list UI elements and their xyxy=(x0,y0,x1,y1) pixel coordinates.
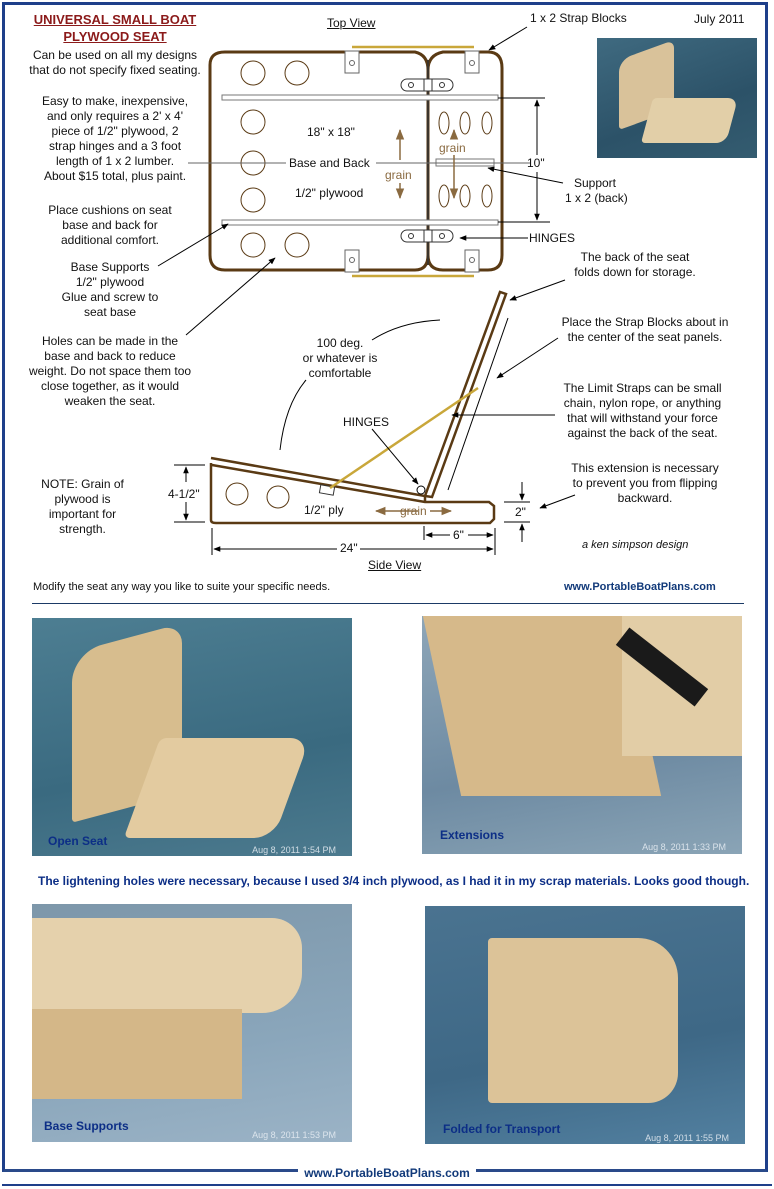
support-shape xyxy=(32,1009,242,1099)
note-line: Support xyxy=(573,176,617,190)
note-line: against the back of the seat. xyxy=(567,426,718,440)
note-line: NOTE: Grain of xyxy=(41,477,124,491)
note-line: 1/2" plywood xyxy=(75,275,145,289)
note-line: Place the Strap Blocks about in xyxy=(561,315,729,329)
note-line: chain, nylon rope, or anything xyxy=(563,396,722,410)
note-line: and only requires a 2' x 4' xyxy=(47,109,183,123)
note-line: base and back to reduce xyxy=(44,349,176,363)
footer: www.PortableBoatPlans.com xyxy=(0,1164,774,1182)
photo-caption: Open Seat xyxy=(48,834,108,848)
photo-base-supports: Base Supports Aug 8, 2011 1:53 PM xyxy=(32,904,352,1142)
base-and-back-label: Base and Back xyxy=(287,156,372,171)
strap-blocks-note: Place the Strap Blocks about in the cent… xyxy=(550,315,740,345)
plywood-label: 1/2" plywood xyxy=(295,186,364,200)
note-line: strength. xyxy=(59,522,106,536)
limit-straps-note: The Limit Straps can be small chain, nyl… xyxy=(555,381,730,441)
strap-blocks-label: 1 x 2 Strap Blocks xyxy=(530,11,627,25)
angle-note: 100 deg. or whatever is comfortable xyxy=(295,336,385,381)
footer-website-link[interactable]: www.PortableBoatPlans.com xyxy=(298,1166,476,1180)
note-line: Glue and screw to xyxy=(61,290,159,304)
note-line: Can be used on all my designs xyxy=(32,48,198,62)
ply-label: 1/2" ply xyxy=(304,503,344,517)
side-view-label: Side View xyxy=(368,558,422,572)
note-line: 1 x 2 (back) xyxy=(565,191,628,205)
grain-label-back: grain xyxy=(439,141,466,155)
note-line: seat base xyxy=(83,305,137,319)
top-view-label: Top View xyxy=(327,16,376,30)
dim-6-label: 6" xyxy=(452,528,465,543)
thumbnail-photo xyxy=(597,38,757,158)
side-hinges-label: HINGES xyxy=(343,415,390,429)
note-line: the center of the seat panels. xyxy=(567,330,723,344)
page-title: UNIVERSAL SMALL BOAT PLYWOOD SEAT xyxy=(20,11,210,45)
note-line: piece of 1/2" plywood, 2 xyxy=(51,124,179,138)
website-link[interactable]: www.PortableBoatPlans.com xyxy=(564,581,716,593)
photo-caption: Base Supports xyxy=(44,1119,129,1133)
dim-2-label: 2" xyxy=(515,505,526,519)
note-line: backward. xyxy=(617,491,673,505)
note-line: The Limit Straps can be small xyxy=(563,381,722,395)
photo-caption: Extensions xyxy=(440,828,505,842)
note-line: base and back for xyxy=(62,218,158,232)
credit-label: a ken simpson design xyxy=(582,539,689,551)
side-view-drawing xyxy=(209,290,508,525)
note-line: that will withstand your force xyxy=(567,411,718,425)
photo-folded: Folded for Transport Aug 8, 2011 1:55 PM xyxy=(425,906,745,1144)
seat-diagram xyxy=(157,26,576,555)
grain-label-base: grain xyxy=(385,168,412,182)
extension-note: This extension is necessary to prevent y… xyxy=(560,461,730,506)
note-line: important for xyxy=(48,507,117,521)
grain-note: NOTE: Grain of plywood is important for … xyxy=(30,477,135,537)
bottom-rule xyxy=(2,1184,772,1186)
cushions-note: Place cushions on seat base and back for… xyxy=(20,203,200,248)
note-line: Place cushions on seat xyxy=(48,203,172,217)
note-line: folds down for storage. xyxy=(574,265,696,279)
photo-timestamp: Aug 8, 2011 1:55 PM xyxy=(645,1133,729,1143)
photo-note: The lightening holes were necessary, bec… xyxy=(38,874,750,888)
materials-note: Easy to make, inexpensive, and only requ… xyxy=(20,94,210,184)
folds-note: The back of the seat folds down for stor… xyxy=(560,250,710,280)
seat-base-shape xyxy=(640,98,739,143)
title-line-2: PLYWOOD SEAT xyxy=(63,29,167,44)
note-line: Base Supports xyxy=(70,260,150,274)
photo-extensions: Extensions Aug 8, 2011 1:33 PM xyxy=(422,616,742,854)
folded-seat-shape xyxy=(488,938,678,1103)
note-line: weaken the seat. xyxy=(64,394,156,408)
note-line: strap hinges and a 3 foot xyxy=(48,139,182,153)
note-line: length of 1 x 2 lumber. xyxy=(55,154,175,168)
intro-note: Can be used on all my designs that do no… xyxy=(20,48,210,78)
top-hinges-label: HINGES xyxy=(529,231,576,245)
dim-24-label: 24" xyxy=(339,541,359,556)
modify-note: Modify the seat any way you like to suit… xyxy=(33,581,331,593)
note-line: or whatever is xyxy=(302,351,378,365)
date-label: July 2011 xyxy=(694,12,745,26)
note-line: This extension is necessary xyxy=(571,461,719,475)
note-line: Easy to make, inexpensive, xyxy=(41,94,189,108)
note-line: to prevent you from flipping xyxy=(572,476,718,490)
divider xyxy=(32,603,744,604)
note-line: that do not specify fixed seating. xyxy=(29,63,201,77)
note-line: comfortable xyxy=(308,366,372,380)
photo-timestamp: Aug 8, 2011 1:33 PM xyxy=(642,842,726,852)
dim-10-label: 10" xyxy=(527,156,545,171)
note-line: 100 deg. xyxy=(316,336,364,350)
base-supports-note: Base Supports 1/2" plywood Glue and scre… xyxy=(20,260,200,320)
seat-base-shape xyxy=(32,918,302,1013)
photo-caption: Folded for Transport xyxy=(443,1122,561,1136)
photo-open-seat: Open Seat Aug 8, 2011 1:54 PM xyxy=(32,618,352,856)
holes-note: Holes can be made in the base and back t… xyxy=(20,334,200,409)
note-line: The back of the seat xyxy=(580,250,690,264)
size-label: 18" x 18" xyxy=(307,125,355,139)
note-line: About $15 total, plus paint. xyxy=(43,169,187,183)
dim-height-label: 4-1/2" xyxy=(168,487,200,502)
support-label: Support 1 x 2 (back) xyxy=(565,176,628,206)
title-line-1: UNIVERSAL SMALL BOAT xyxy=(33,12,197,27)
note-line: Holes can be made in the xyxy=(41,334,179,348)
photo-timestamp: Aug 8, 2011 1:54 PM xyxy=(252,845,336,855)
photo-timestamp: Aug 8, 2011 1:53 PM xyxy=(252,1130,336,1140)
note-line: weight. Do not space them too xyxy=(28,364,192,378)
note-line: additional comfort. xyxy=(60,233,160,247)
note-line: plywood is xyxy=(54,492,111,506)
note-line: close together, as it would xyxy=(40,379,180,393)
